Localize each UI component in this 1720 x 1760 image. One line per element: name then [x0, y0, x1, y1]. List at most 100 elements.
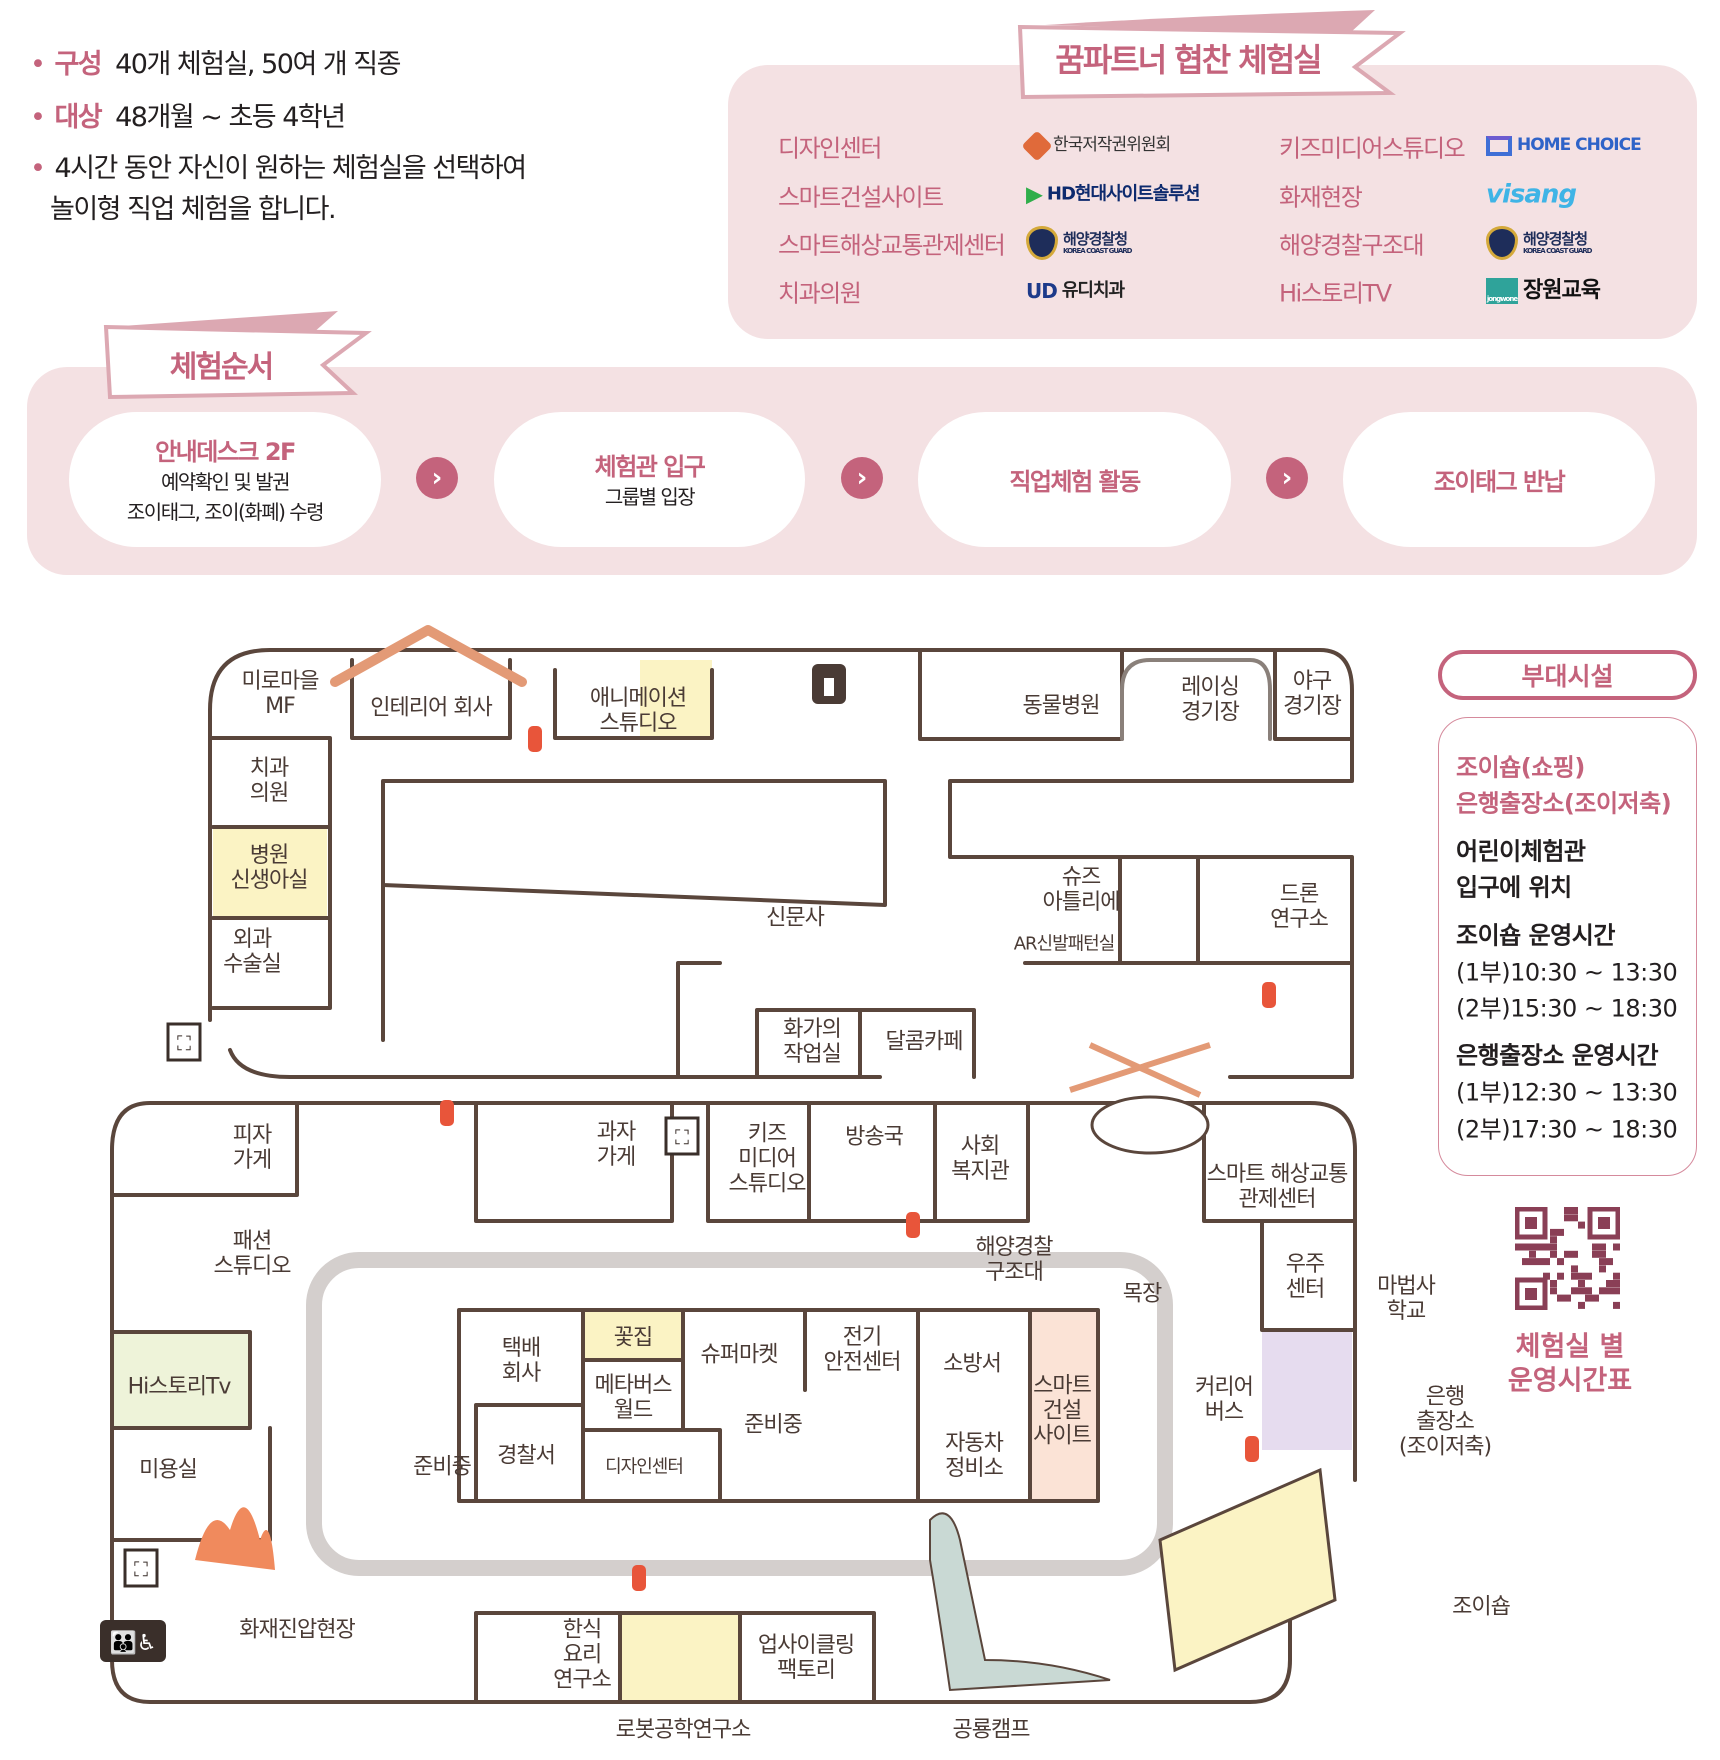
map-room-label: 동물병원: [1022, 693, 1101, 719]
map-room-label: 피자 가게: [232, 1123, 272, 1173]
facility-info-line: (2부)17:30 ~ 18:30: [1456, 1115, 1678, 1144]
map-room-label: 화재진압현장: [239, 1617, 355, 1643]
map-room-label: 커리어 버스: [1195, 1375, 1254, 1425]
process-ribbon: [103, 311, 372, 400]
partner-room-name: 해양경찰구조대: [1279, 231, 1425, 260]
partner-room-name: 키즈미디어스튜디오: [1279, 134, 1466, 163]
emergency-exit-icon: ⛶: [664, 1116, 700, 1156]
map-room-label: 사회 복지관: [951, 1134, 1010, 1184]
fire-extinguisher-icon: [906, 1212, 920, 1238]
map-room-label: 슈퍼마켓: [700, 1342, 779, 1368]
map-room-label: 달콤카페: [885, 1029, 964, 1055]
bus-illustration: [1158, 1467, 1337, 1673]
partner-room-name: 스마트해상교통관제센터: [778, 231, 1006, 260]
fire-extinguisher-icon: [1245, 1436, 1259, 1462]
facility-info-line: 조이숍 운영시간: [1456, 921, 1615, 950]
partner-room-name: 디자인센터: [778, 134, 882, 163]
fire-extinguisher-icon: [632, 1565, 646, 1591]
map-room-label: 야구 경기장: [1283, 669, 1342, 719]
home-choice-logo: HOME CHOICE: [1486, 136, 1642, 156]
map-room-label: 스마트 건설 사이트: [1033, 1373, 1092, 1449]
facility-info-line: 조이숍(쇼핑): [1456, 753, 1585, 782]
map-room-label: 꽃집: [613, 1325, 653, 1351]
map-room-label: 소방서: [943, 1351, 1002, 1377]
map-room-label: 업사이클링 팩토리: [757, 1633, 855, 1683]
dinosaur-illustration: [929, 1512, 1111, 1692]
step-return-tag: 조이태그 반납: [1343, 412, 1655, 547]
svg-text:⛶: ⛶: [133, 1557, 149, 1581]
facility-info-line: (2부)15:30 ~ 18:30: [1456, 994, 1678, 1023]
facility-map: ⛶ ⛶ ⛶ 👪♿: [100, 625, 1357, 1704]
svg-text:👪♿: 👪♿: [109, 1630, 156, 1656]
map-room-label: 목장: [1122, 1281, 1162, 1307]
map-room-label: 스마트 해상교통 관제센터: [1206, 1162, 1349, 1212]
map-room-label: 전기 안전센터: [823, 1325, 902, 1375]
map-room-label: 화가의 작업실: [783, 1017, 842, 1067]
map-room-label: 병원 신생아실: [230, 843, 309, 893]
map-room-label: 해양경찰 구조대: [975, 1235, 1054, 1285]
svg-text:⛶: ⛶: [176, 1031, 192, 1055]
partners-panel: [728, 65, 1697, 339]
facility-info-line: 은행출장소(조이저축): [1456, 789, 1672, 818]
map-room-label: 미용실: [139, 1457, 198, 1483]
map-room-label: 로봇공학연구소: [615, 1717, 752, 1743]
map-room-label: 디자인센터: [605, 1456, 684, 1478]
map-room-label: 메타버스 월드: [594, 1373, 673, 1423]
partners-title: 꿈파트너 협찬 체험실: [1055, 41, 1322, 79]
step-info-desk: 안내데스크 2F 예약확인 및 발권 조이태그, 조이(화폐) 수령: [69, 412, 381, 547]
facilities-box: [1438, 717, 1697, 1176]
facility-info-line: 입구에 위치: [1456, 873, 1572, 902]
map-room-label: 경찰서: [497, 1443, 556, 1469]
partner-room-name: 치과의원: [778, 279, 862, 308]
qr-code[interactable]: [1515, 1207, 1620, 1310]
map-room-label: 레이싱 경기장: [1181, 675, 1240, 725]
intro-item-description: •4시간 동안 자신이 원하는 체험실을 선택하여: [30, 153, 527, 184]
map-room-label: 드론 연구소: [1270, 882, 1329, 932]
map-room-label: 키즈 미디어 스튜디오: [728, 1121, 807, 1197]
facilities-title: 부대시설: [1438, 650, 1697, 700]
map-room-label: 애니메이션 스튜디오: [589, 686, 687, 736]
intro-item-description-cont: 놀이형 직업 체험을 합니다.: [50, 194, 337, 225]
map-room-label: 우주 센터: [1285, 1252, 1325, 1302]
process-title: 체험순서: [169, 350, 274, 385]
map-room-label: AR신발패턴실: [1013, 933, 1116, 955]
partner-room-name: 화재현장: [1279, 183, 1363, 212]
map-room-label: 미로마을 MF: [241, 669, 320, 719]
facility-info-line: 어린이체험관: [1456, 837, 1586, 866]
map-room-label: 자동차 정비소: [945, 1431, 1004, 1481]
map-room-label: 마법사 학교: [1377, 1274, 1436, 1324]
step-activity: 직업체험 활동: [918, 412, 1231, 547]
map-room-label: 은행 출장소 (조이저축): [1398, 1384, 1492, 1460]
map-room-label: Hi스토리Tv: [127, 1374, 232, 1400]
restroom-icon: 👪♿: [100, 1620, 166, 1662]
map-room-label: 방송국: [845, 1124, 904, 1150]
facility-info-line: 은행출장소 운영시간: [1456, 1041, 1659, 1070]
fire-extinguisher-icon: [440, 1100, 454, 1126]
svg-text:⛶: ⛶: [674, 1125, 690, 1149]
emergency-exit-icon: ⛶: [123, 1548, 159, 1588]
map-room-label: 준비중: [413, 1454, 472, 1480]
helicopter-illustration: [1069, 1042, 1211, 1155]
fire-illustration: [195, 1507, 275, 1570]
fire-extinguisher-icon: [1262, 982, 1276, 1008]
qr-caption-line2: 운영시간표: [1507, 1365, 1633, 1397]
step-entrance: 체험관 입구 그룹별 입장: [494, 412, 805, 547]
map-room-label: 패션 스튜디오: [213, 1229, 292, 1279]
map-room-label: 신문사: [766, 905, 825, 931]
map-room-label: 조이숍: [1452, 1594, 1511, 1620]
map-room-label: 치과 의원: [249, 756, 289, 806]
chevron-right-icon: ›: [841, 457, 883, 499]
road-loop: [306, 1252, 1173, 1576]
map-room-label: 과자 가게: [596, 1120, 636, 1170]
map-room-label: 외과 수술실: [223, 927, 282, 977]
visang-logo: visang: [1486, 179, 1577, 210]
chevron-right-icon: ›: [416, 457, 458, 499]
partner-room-name: 스마트건설사이트: [778, 183, 944, 212]
map-room-label: 인테리어 회사: [370, 695, 492, 721]
